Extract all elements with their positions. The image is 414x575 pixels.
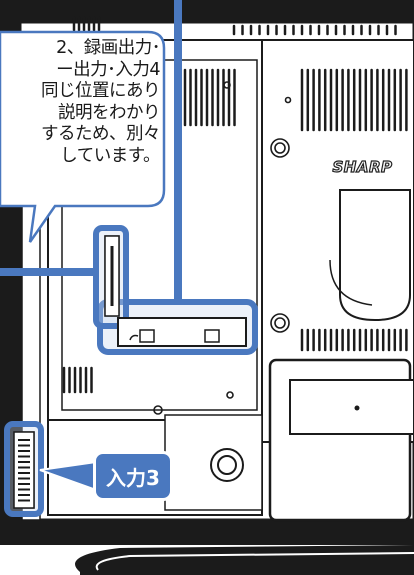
callout-line: しています。	[60, 145, 160, 166]
vent-grille-icon	[62, 16, 408, 394]
mount-bracket	[339, 189, 411, 322]
callout-line: 2、録画出力･	[56, 38, 160, 58]
callout-line: 同じ位置にあり	[41, 81, 161, 101]
brand-logo: SHARP	[332, 157, 393, 176]
callout-line: 説明をわかり	[58, 102, 161, 123]
leader-line-top	[174, 0, 182, 304]
leader-line-left	[0, 268, 98, 276]
round-port-icon	[210, 448, 244, 482]
callout-line: するため、別々	[41, 124, 161, 144]
callout-line: ー出力･入力4	[56, 59, 160, 80]
input-3-label: 入力3	[93, 451, 173, 501]
stand-base	[75, 545, 414, 575]
callout-text: 2、録画出力･ ー出力･入力4 同じ位置にあり 説明をわかり するため、別々 し…	[0, 38, 161, 167]
callout-bubble	[0, 30, 166, 243]
